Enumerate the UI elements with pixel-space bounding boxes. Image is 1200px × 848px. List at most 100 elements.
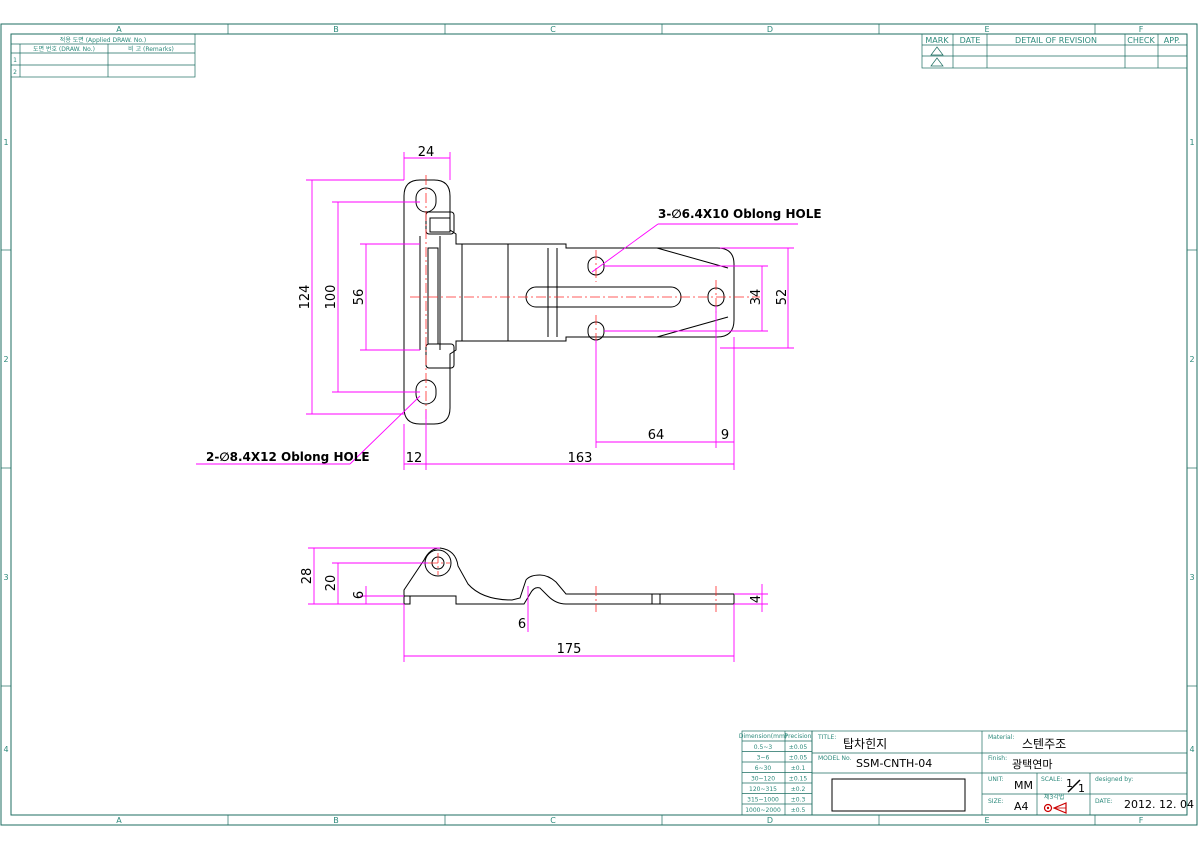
zone-row-4-right: 4	[1189, 745, 1194, 754]
scale-numerator: 1	[1066, 777, 1073, 790]
scale-label: SCALE:	[1041, 776, 1062, 783]
top-view	[403, 175, 760, 425]
tolerance-precision: ±0.5	[791, 807, 806, 814]
title-label: TITLE:	[817, 734, 836, 741]
dim-side-offset: 6	[518, 617, 526, 632]
zone-row-1-left: 1	[3, 138, 8, 147]
zone-col-c-top: C	[550, 25, 556, 34]
zone-col-d-top: D	[767, 25, 773, 34]
tolerance-range: 0.5~3	[754, 744, 773, 751]
hinge-pin-top	[425, 211, 455, 235]
dim-side-base: 6	[352, 591, 367, 599]
material-label: Material:	[988, 734, 1014, 741]
hinge-leaf-outline	[403, 179, 735, 425]
zone-col-e-top: E	[984, 25, 989, 34]
zone-col-c-bottom: C	[550, 816, 556, 825]
zone-col-a-top: A	[116, 25, 122, 34]
note-lower-oblong-hole: 2-∅8.4X12 Oblong HOLE	[206, 450, 370, 464]
date-label: DATE:	[1095, 798, 1113, 805]
scale-denominator: 1	[1078, 782, 1085, 795]
tolerance-range: 6~30	[755, 765, 772, 772]
title-block-stamp-box	[831, 778, 966, 812]
zone-col-f-top: F	[1139, 25, 1144, 34]
model-number: SSM-CNTH-04	[856, 757, 932, 770]
dim-edge-offset: 12	[406, 451, 423, 466]
hinge-chamfer	[656, 316, 729, 338]
tolerance-precision: ±0.2	[791, 786, 806, 793]
zone-col-b-bottom: B	[333, 816, 339, 825]
zone-row-3-right: 3	[1189, 573, 1194, 582]
size-label: SIZE:	[988, 798, 1004, 805]
date-value: 2012. 12. 04	[1124, 798, 1194, 811]
size-value: A4	[1014, 800, 1029, 813]
designed-by-label: designed by:	[1095, 776, 1133, 783]
applied-row-1: 1	[13, 57, 17, 64]
drawing-frame: A B C D E F A B C D E F 1 2 3 4 1 2 3 4	[0, 23, 1198, 826]
inner-border	[10, 33, 1188, 816]
dim-plate-thickness: 4	[749, 595, 764, 603]
applied-drawing-table: 적용 도면 (Applied DRAW. No.) 도면 번호 (DRAW. N…	[10, 33, 196, 78]
zone-col-f-bottom: F	[1139, 816, 1144, 825]
finish-value: 광택연마	[1012, 758, 1052, 771]
tolerance-range: 120~315	[749, 786, 777, 793]
dim-side-height: 28	[300, 568, 315, 585]
third-angle-projection-icon	[1043, 802, 1067, 814]
finish-label: Finish:	[988, 755, 1007, 762]
revision-detail-header: DETAIL OF REVISION	[1015, 36, 1097, 45]
tolerance-range: 30~120	[751, 776, 775, 783]
zone-col-b-top: B	[333, 25, 339, 34]
dim-top-width: 24	[418, 145, 435, 160]
drawing-title: 탑차힌지	[843, 737, 887, 751]
applied-row-2: 2	[13, 69, 17, 76]
zone-ticks	[1, 24, 1197, 825]
dim-slot-pitch: 34	[749, 289, 764, 306]
tolerance-header-dimension: Dimension(mm)	[739, 733, 787, 740]
dim-body-height: 56	[352, 289, 367, 306]
applied-col-remarks: 비 고 (Remarks)	[128, 45, 174, 53]
model-label: MODEL No.	[818, 755, 852, 762]
dim-overall-length: 163	[568, 451, 593, 466]
dim-side-length: 175	[557, 642, 582, 657]
revision-mark-header: MARK	[925, 36, 949, 45]
side-view	[403, 547, 735, 612]
tolerance-range: 3~6	[757, 755, 770, 762]
tolerance-precision: ±0.05	[789, 744, 808, 751]
revision-app-header: APP.	[1164, 36, 1180, 45]
zone-row-1-right: 1	[1189, 138, 1194, 147]
tolerance-header-precision: Precision	[785, 733, 812, 740]
applied-table-header: 적용 도면 (Applied DRAW. No.)	[60, 36, 146, 44]
zone-row-2-left: 2	[3, 355, 8, 364]
zone-row-4-left: 4	[3, 745, 8, 754]
dim-slot-offset: 9	[721, 428, 729, 443]
dim-side-pivot: 20	[324, 575, 339, 592]
dim-plate-height: 52	[775, 289, 790, 306]
hinge-pin-body	[427, 247, 439, 345]
zone-col-d-bottom: D	[767, 816, 773, 825]
zone-row-3-left: 3	[3, 573, 8, 582]
hinge-chamfer	[656, 247, 729, 269]
tolerance-precision: ±0.1	[791, 765, 806, 772]
revision-triangle-icon	[930, 46, 944, 56]
revision-triangle-icon	[930, 57, 944, 67]
note-upper-oblong-hole: 3-∅6.4X10 Oblong HOLE	[658, 207, 822, 221]
tolerance-table: 0.5~3 ±0.05 3~6 ±0.05 6~30 ±0.1 30~120 ±0.15 120…	[739, 730, 813, 816]
applied-col-drawing: 도면 번호 (DRAW. No.)	[33, 45, 95, 53]
side-view-dimensions: 28 20 6 6 4 175	[300, 547, 768, 662]
hinge-side-outline	[403, 547, 735, 605]
tolerance-precision: ±0.05	[789, 755, 808, 762]
tolerance-range: 315~1000	[747, 797, 779, 804]
material-value: 스텐주조	[1022, 737, 1066, 751]
zone-letters: A B C D E F A B C D E F 1 2 3 4 1 2 3 4	[3, 25, 1194, 825]
outer-border	[0, 23, 1198, 826]
dim-hole-pitch: 100	[324, 285, 339, 310]
top-view-dimensions: 24 124 100 56 34 52 64 9	[196, 145, 822, 470]
tolerance-range: 1000~2000	[745, 807, 781, 814]
title-block: TITLE: 탑차힌지 MODEL No. SSM-CNTH-04 Materi…	[811, 730, 1194, 816]
zone-col-e-bottom: E	[984, 816, 989, 825]
revision-check-header: CHECK	[1127, 36, 1155, 45]
tolerance-precision: ±0.3	[791, 797, 806, 804]
tolerance-precision: ±0.15	[789, 776, 808, 783]
hinge-pin-head	[429, 217, 451, 233]
projection-label: 제3각법	[1044, 793, 1064, 801]
